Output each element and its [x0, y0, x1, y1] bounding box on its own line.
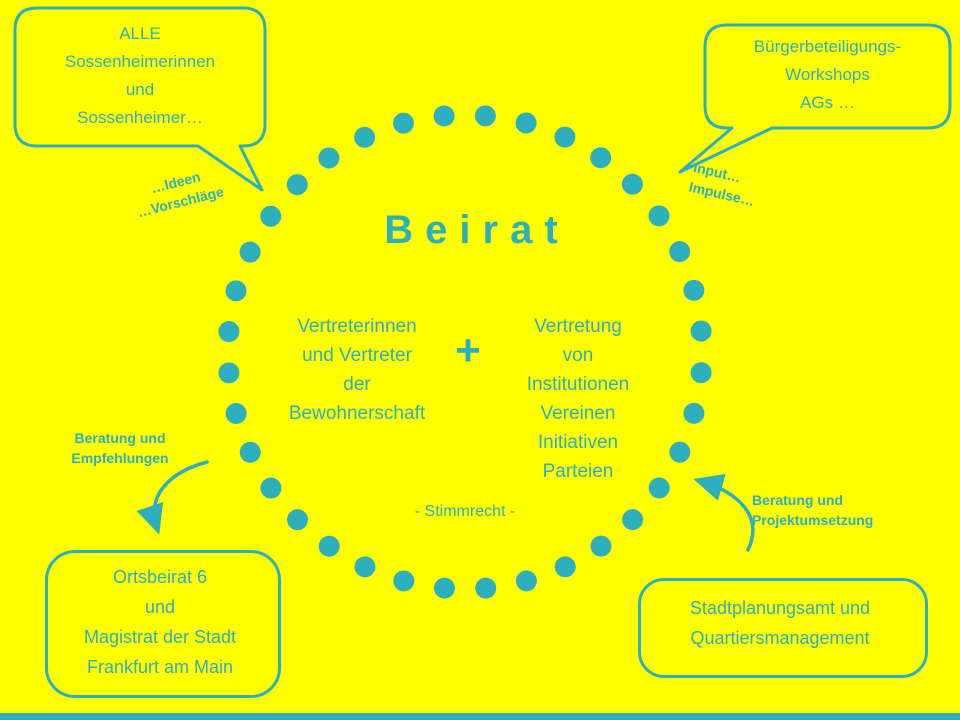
member-group-institutions-line: von [562, 345, 594, 366]
box-bottom-left-line: und [144, 597, 176, 617]
box-bottom-left [45, 550, 281, 698]
arrow-right [693, 473, 755, 552]
callout-top-right-text: Bürgerbeteiligungs- Workshops AGs … [705, 33, 950, 117]
member-group-institutions-line: Initiativen [537, 432, 619, 453]
diagram-title: Beirat [384, 208, 570, 252]
callout-top-left-shape [13, 6, 267, 192]
label-advice-right-line: Beratung und [752, 492, 843, 508]
callout-top-left-line: Sossenheimerinnen [64, 52, 216, 71]
label-advice-right-line: Projektumsetzung [752, 512, 874, 528]
member-group-residents-line: Bewohnerschaft [288, 403, 426, 424]
member-group-residents-line: der [343, 374, 371, 395]
member-group-residents: Vertreterinnen und Vertreter der Bewohne… [247, 312, 467, 428]
member-group-institutions-line: Parteien [542, 461, 614, 482]
callout-top-right-line: Workshops [785, 65, 870, 84]
label-advice-left-line: Empfehlungen [71, 450, 169, 466]
member-group-institutions: Vertretung von Institutionen Vereinen In… [468, 312, 688, 486]
member-group-institutions-line: Vertretung [534, 316, 622, 337]
box-bottom-right-text: Stadtplanungsamt und Quartiersmanagement [638, 593, 922, 653]
member-group-institutions-line: Institutionen [526, 374, 630, 395]
box-bottom-left-line: Frankfurt am Main [86, 657, 234, 677]
box-bottom-left-text: Ortsbeirat 6 und Magistrat der Stadt Fra… [45, 562, 275, 682]
callout-top-left-line: ALLE [119, 24, 161, 43]
box-bottom-left-line: Magistrat der Stadt [83, 627, 237, 647]
callout-top-right-line: Bürgerbeteiligungs- [753, 37, 902, 56]
callout-top-left-text: ALLE Sossenheimerinnen und Sossenheimer… [15, 20, 265, 132]
callout-top-right-line: AGs … [800, 93, 855, 112]
member-group-residents-line: Vertreterinnen [297, 316, 417, 337]
footer-bar [0, 713, 960, 720]
callout-top-left-line: Sossenheimer… [77, 108, 203, 127]
callout-top-left-line: und [125, 80, 155, 99]
arrow-left [136, 460, 209, 535]
label-advice-left: Beratung und Empfehlungen [35, 428, 205, 468]
plus-sign: + [455, 326, 481, 375]
box-bottom-right-line: Stadtplanungsamt und [689, 598, 871, 618]
callout-top-right-shape [678, 23, 952, 174]
box-bottom-left-line: Ortsbeirat 6 [112, 567, 208, 587]
member-group-residents-line: und Vertreter [302, 345, 412, 366]
label-advice-right: Beratung und Projektumsetzung [752, 490, 932, 530]
box-bottom-right-line: Quartiersmanagement [690, 628, 870, 648]
member-group-institutions-line: Vereinen [540, 403, 616, 424]
box-bottom-right [638, 578, 928, 678]
voting-note: - Stimmrecht - [414, 503, 516, 520]
label-advice-left-line: Beratung und [74, 430, 166, 446]
